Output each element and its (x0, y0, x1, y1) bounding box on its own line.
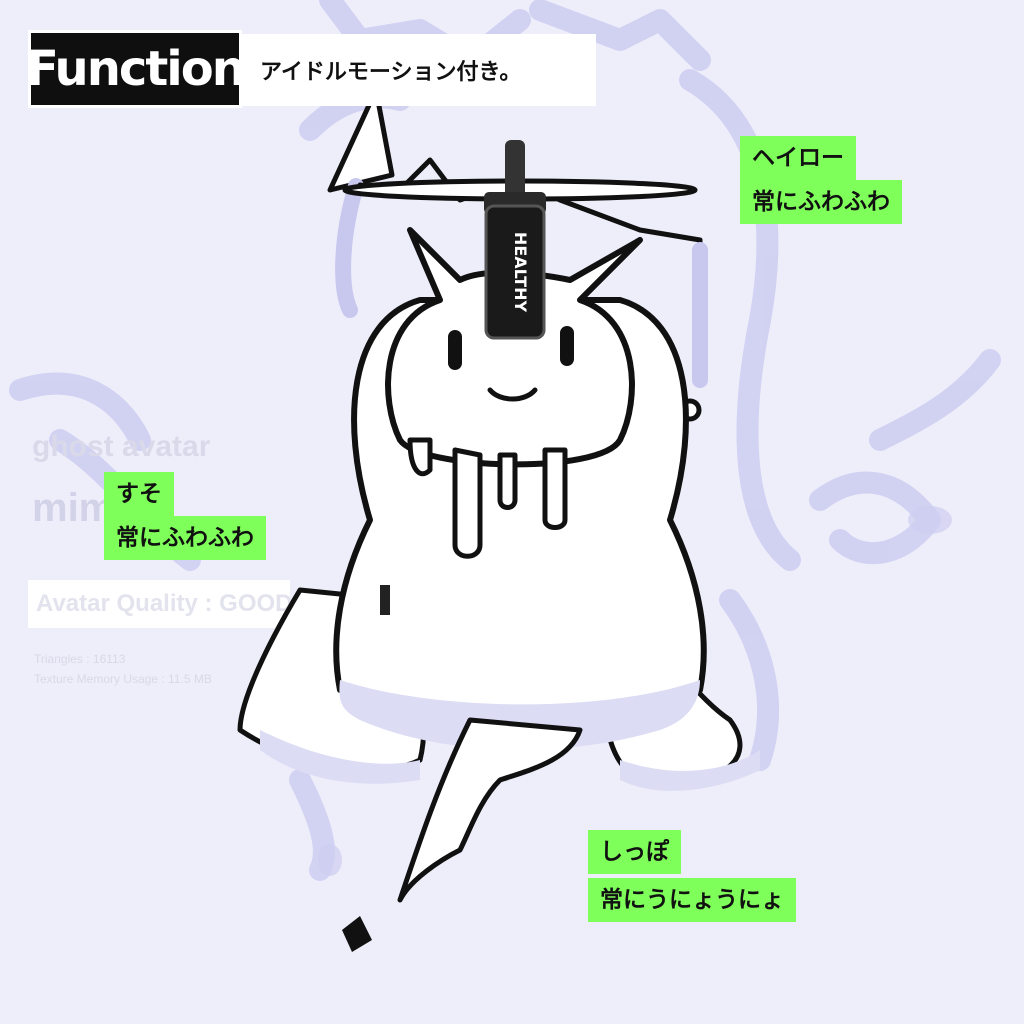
body-tag-icon (380, 585, 390, 615)
callout-tail-title: しっぽ (588, 830, 681, 874)
function-header-label: Function (26, 30, 246, 108)
triangles-count: Triangles : 16113 (34, 652, 126, 666)
callout-sleeve-title: すそ (104, 472, 174, 516)
healthy-keychain-icon (484, 140, 546, 340)
callout-sleeve-desc: 常にふわふわ (104, 516, 266, 560)
ghost-tail (397, 717, 583, 903)
texture-memory-usage: Texture Memory Usage : 11.5 MB (34, 672, 212, 686)
function-description: アイドルモーション付き。 (242, 34, 596, 106)
ghost-face (448, 326, 574, 402)
callout-halo-title: ヘイロー (740, 136, 856, 180)
ghost-head (385, 227, 643, 468)
keychain-text: HEALTHY (511, 232, 530, 313)
callout-halo-desc: 常にふわふわ (740, 180, 902, 224)
watermark-avatar-name: ghost avatar (32, 430, 211, 463)
tail-tip-icon (342, 916, 372, 952)
callout-tail-desc: 常にうにょうにょ (588, 878, 796, 922)
avatar-quality-badge: Avatar Quality : GOOD (28, 580, 293, 628)
